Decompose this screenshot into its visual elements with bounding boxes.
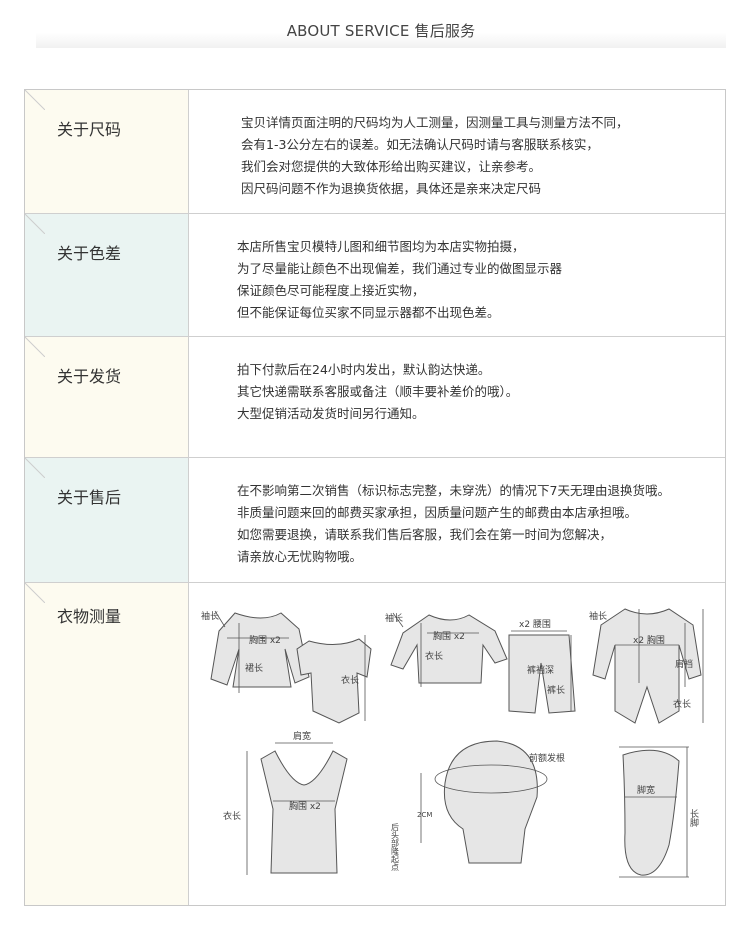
section-line: 会有1-3公分左右的误差。如无法确认尺码时请与客服联系核实， xyxy=(241,137,599,152)
corner-fold-icon xyxy=(25,337,45,357)
pants-length-label: 裤长 xyxy=(547,684,565,696)
head-back-label: 后头部隆起点 xyxy=(391,822,400,872)
section-line: 其它快递需联系客服或备注（顺丰要补差价的哦）。 xyxy=(237,384,519,399)
section-size: 关于尺码 宝贝详情页面注明的尺码均为人工测量，因测量工具与测量方法不同， 会有1… xyxy=(25,90,725,214)
jumpsuit-diagram: 袖长 x2 胸围 肩裆 衣长 xyxy=(589,608,704,724)
section-title-shipping: 关于发货 xyxy=(57,367,122,386)
dress-chest-label: 胸围 x2 xyxy=(249,634,281,646)
section-line: 宝贝详情页面注明的尺码均为人工测量，因测量工具与测量方法不同， xyxy=(241,115,629,130)
section-line: 如您需要退换，请联系我们售后客服，我们会在第一时间为您解决， xyxy=(237,527,613,542)
section-line: 拍下付款后在24小时内发出，默认韵达快递。 xyxy=(237,362,491,377)
top-length-label: 衣长 xyxy=(425,650,443,662)
dress-skirt-label: 裙长 xyxy=(245,662,263,674)
section-color: 关于色差 本店所售宝贝模特儿图和细节图均为本店实物拍摄， 为了尽量能让颜色不出现… xyxy=(25,214,725,337)
top-diagram: 袖长 胸围 x2 衣长 xyxy=(385,612,508,687)
pants-diagram: x2 腰围 裤裆深 裤长 xyxy=(508,619,576,714)
section-label-cell: 关于色差 xyxy=(25,214,189,336)
measurement-illustration: 袖长 胸围 x2 裙长 衣长 袖长 胸围 x2 xyxy=(201,608,704,878)
section-aftersale: 关于售后 在不影响第二次销售（标识标志完整，未穿洗）的情况下7天无理由退换货哦。… xyxy=(25,458,725,583)
section-line: 在不影响第二次销售（标识标志完整，未穿洗）的情况下7天无理由退换货哦。 xyxy=(237,483,670,498)
corner-fold-icon xyxy=(25,214,45,234)
vest-shoulder-label: 肩宽 xyxy=(293,730,311,742)
section-content: 在不影响第二次销售（标识标志完整，未穿洗）的情况下7天无理由退换货哦。 非质量问… xyxy=(189,458,725,582)
pants-rise-label: 裤裆深 xyxy=(527,664,554,676)
section-shipping: 关于发货 拍下付款后在24小时内发出，默认韵达快递。 其它快递需联系客服或备注（… xyxy=(25,337,725,458)
foot-width-label: 脚宽 xyxy=(637,784,655,796)
jumpsuit-crotch-label: 肩裆 xyxy=(675,658,693,670)
header-title: ABOUT SERVICE 售后服务 xyxy=(286,22,476,40)
corner-fold-icon xyxy=(25,90,45,110)
head-diagram: 前额发根 后头部隆起点 2CM xyxy=(391,740,565,872)
top-sleeve-label: 袖长 xyxy=(385,612,403,624)
page-header: ABOUT SERVICE 售后服务 xyxy=(36,14,726,48)
section-line: 非质量问题来回的邮费买家承担，因质量问题产生的邮费由本店承担哦。 xyxy=(237,505,638,520)
section-line: 保证颜色尽可能程度上接近实物， xyxy=(237,283,425,298)
vest-diagram: 肩宽 胸围 x2 衣长 xyxy=(223,730,348,875)
section-title-aftersale: 关于售后 xyxy=(57,488,122,507)
vest-length-label: 衣长 xyxy=(223,810,241,822)
section-line: 但不能保证每位买家不同显示器都不出现色差。 xyxy=(237,305,500,320)
corner-fold-icon xyxy=(25,583,45,603)
vest-chest-label: 胸围 x2 xyxy=(289,800,321,812)
section-line: 因尺码问题不作为退换货依据，具体还是亲来决定尺码 xyxy=(241,181,542,196)
section-title-size: 关于尺码 xyxy=(57,120,122,139)
section-line: 请亲放心无忧购物哦。 xyxy=(237,549,363,564)
jumpsuit-chest-label: x2 胸围 xyxy=(633,634,665,646)
romper-length-label: 衣长 xyxy=(341,674,359,686)
section-line: 本店所售宝贝模特儿图和细节图均为本店实物拍摄， xyxy=(237,239,525,254)
foot-length-label: 长脚 xyxy=(688,808,699,828)
romper-diagram: 衣长 xyxy=(296,635,372,724)
corner-fold-icon xyxy=(25,458,45,478)
section-line: 为了尽量能让颜色不出现偏差，我们通过专业的做图显示器 xyxy=(237,261,563,276)
section-title-measure: 衣物测量 xyxy=(57,607,122,626)
section-content: 宝贝详情页面注明的尺码均为人工测量，因测量工具与测量方法不同， 会有1-3公分左… xyxy=(189,90,725,213)
dress-diagram: 袖长 胸围 x2 裙长 xyxy=(201,610,310,693)
section-label-cell: 关于发货 xyxy=(25,337,189,457)
top-chest-label: 胸围 x2 xyxy=(433,630,465,642)
service-table: 关于尺码 宝贝详情页面注明的尺码均为人工测量，因测量工具与测量方法不同， 会有1… xyxy=(24,89,726,906)
jumpsuit-length-label: 衣长 xyxy=(673,698,691,710)
section-label-cell: 衣物测量 xyxy=(25,583,189,905)
foot-diagram: 脚宽 长脚 xyxy=(619,746,699,878)
section-measure: 衣物测量 袖长 胸围 x2 裙长 衣长 xyxy=(25,583,725,905)
section-label-cell: 关于售后 xyxy=(25,458,189,582)
section-content: 拍下付款后在24小时内发出，默认韵达快递。 其它快递需联系客服或备注（顺丰要补差… xyxy=(189,337,725,457)
section-title-color: 关于色差 xyxy=(57,244,122,263)
measurement-diagrams: 袖长 胸围 x2 裙长 衣长 袖长 胸围 x2 xyxy=(189,583,725,905)
section-label-cell: 关于尺码 xyxy=(25,90,189,213)
head-gap-label: 2CM xyxy=(417,811,432,819)
section-line: 大型促销活动发货时间另行通知。 xyxy=(237,406,425,421)
section-line: 我们会对您提供的大致体形给出购买建议，让亲参考。 xyxy=(241,159,542,174)
head-front-label: 前额发根 xyxy=(529,752,565,764)
jumpsuit-sleeve-label: 袖长 xyxy=(589,610,607,622)
dress-sleeve-label: 袖长 xyxy=(201,610,219,622)
section-content: 本店所售宝贝模特儿图和细节图均为本店实物拍摄， 为了尽量能让颜色不出现偏差，我们… xyxy=(189,214,725,336)
pants-waist-label: x2 腰围 xyxy=(519,619,551,630)
